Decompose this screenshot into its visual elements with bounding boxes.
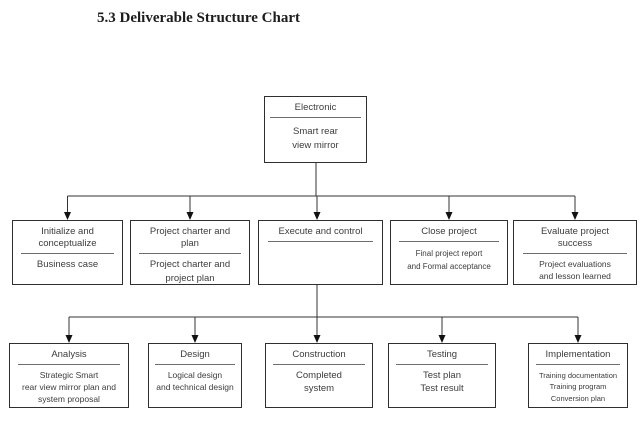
node-divider bbox=[155, 364, 235, 366]
node-divider bbox=[139, 253, 241, 255]
node-evaluate-success: Evaluate project success Project evaluat… bbox=[513, 220, 637, 285]
node-divider bbox=[522, 253, 628, 255]
node-title: Close project bbox=[421, 226, 477, 237]
node-body: Completed system bbox=[296, 370, 342, 395]
node-project-charter-plan: Project charter and plan Project charter… bbox=[130, 220, 250, 285]
node-title: Initialize and conceptualize bbox=[38, 226, 97, 250]
node-implementation: Implementation Training documentation Tr… bbox=[528, 343, 628, 408]
node-title: Testing bbox=[426, 349, 458, 360]
node-execute-control: Execute and control bbox=[258, 220, 383, 285]
node-body: Business case bbox=[36, 259, 99, 271]
node-initialize-conceptualize: Initialize and conceptualize Business ca… bbox=[12, 220, 123, 285]
node-title: Design bbox=[180, 349, 210, 360]
node-body: Strategic Smart rear view mirror plan an… bbox=[21, 370, 116, 404]
node-body: Project charter and project plan bbox=[149, 259, 231, 284]
node-title: Evaluate project success bbox=[540, 226, 610, 250]
node-title: Analysis bbox=[51, 349, 87, 360]
node-body: Test plan Test result bbox=[420, 370, 464, 395]
node-body: Final project report and Formal acceptan… bbox=[407, 249, 491, 271]
node-close-project: Close project Final project report and F… bbox=[390, 220, 508, 285]
node-divider bbox=[535, 364, 621, 366]
node-divider bbox=[18, 364, 120, 366]
node-divider bbox=[396, 364, 488, 366]
node-testing: Testing Test plan Test result bbox=[388, 343, 496, 408]
node-body: Logical design and technical design bbox=[156, 370, 234, 393]
node-divider bbox=[20, 253, 115, 255]
node-body: Smart rear view mirror bbox=[292, 126, 339, 152]
node-body: Project evaluations and lesson learned bbox=[539, 259, 611, 282]
node-construction: Construction Completed system bbox=[265, 343, 373, 408]
node-title: Implementation bbox=[545, 349, 611, 360]
node-title: Project charter and plan bbox=[149, 226, 231, 250]
node-title: Construction bbox=[292, 349, 346, 360]
node-design: Design Logical design and technical desi… bbox=[148, 343, 242, 408]
node-divider bbox=[269, 117, 362, 119]
node-body: Training documentation Training program … bbox=[538, 371, 618, 403]
node-electronic: Electronic Smart rear view mirror bbox=[264, 96, 367, 163]
node-divider bbox=[267, 241, 374, 243]
node-divider bbox=[273, 364, 365, 366]
page-title: 5.3 Deliverable Structure Chart bbox=[97, 10, 301, 26]
node-title: Electronic bbox=[294, 102, 337, 113]
node-title: Execute and control bbox=[278, 226, 363, 237]
node-analysis: Analysis Strategic Smart rear view mirro… bbox=[9, 343, 129, 408]
node-divider bbox=[399, 241, 499, 243]
